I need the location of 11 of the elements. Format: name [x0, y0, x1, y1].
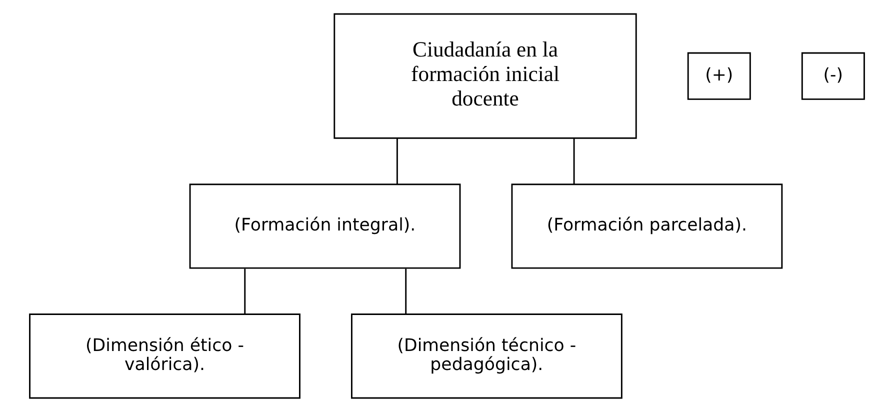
node-box: (Formación parcelada). [511, 184, 783, 269]
node-box: Ciudadanía en la formación inicial docente [334, 13, 637, 139]
connector [573, 138, 575, 184]
connector [405, 268, 407, 314]
connector [244, 268, 246, 314]
node-box: (+) [687, 52, 751, 100]
node-box: (-) [801, 52, 865, 100]
node-box: (Dimensión técnico - pedagógica). [351, 314, 622, 399]
node-box: (Formación integral). [189, 184, 461, 269]
node-box: (Dimensión ético - valórica). [29, 314, 300, 399]
connector [396, 138, 398, 184]
